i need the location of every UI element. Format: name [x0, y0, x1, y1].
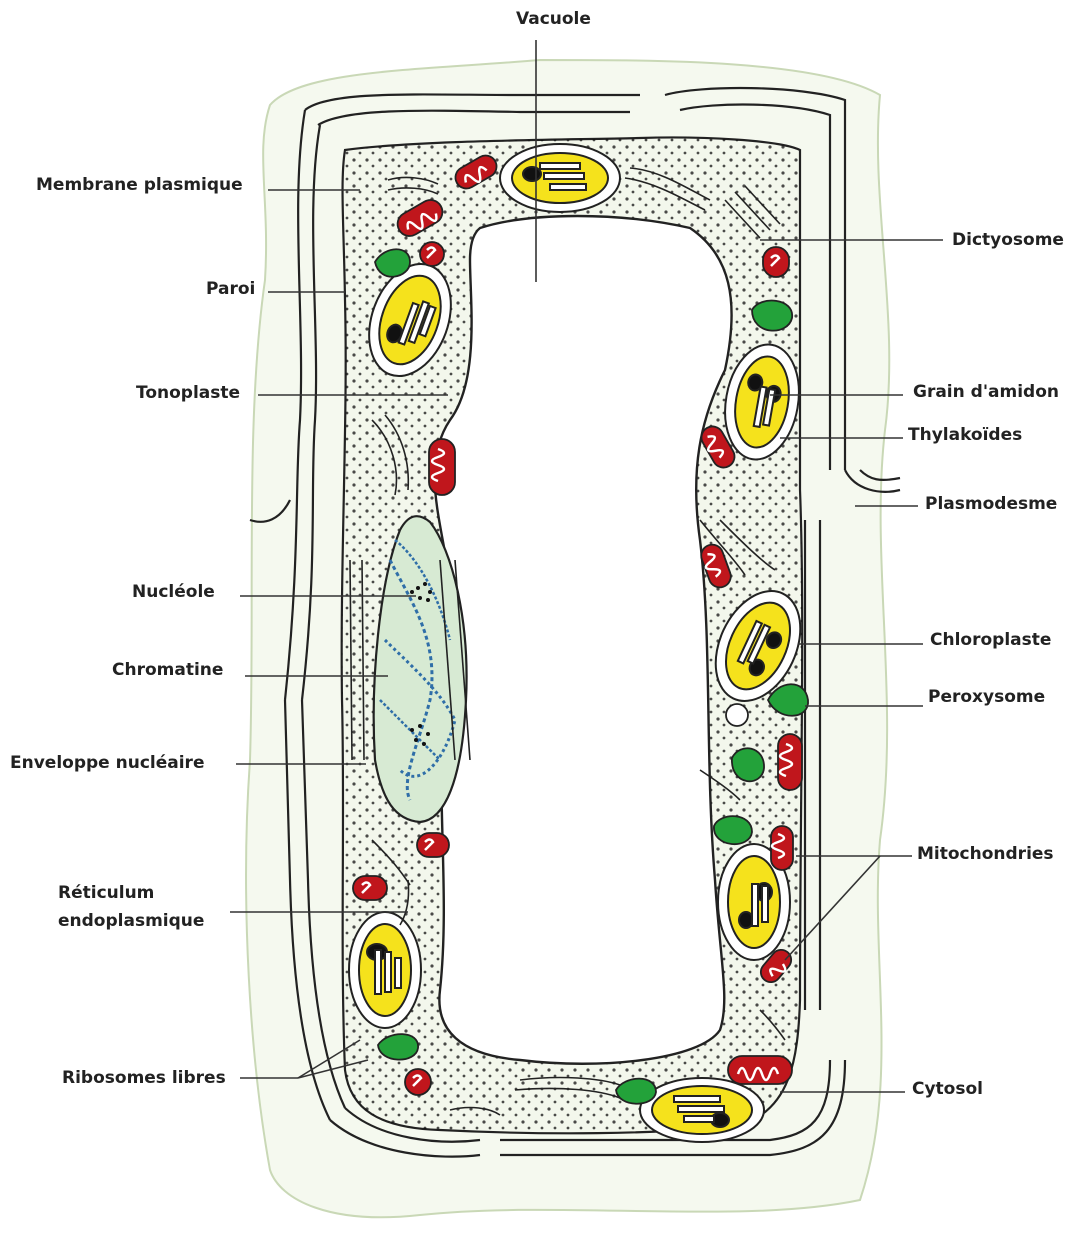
chloroplast-bottom [640, 1078, 764, 1142]
label-tonoplaste: Tonoplaste [136, 380, 240, 407]
label-chloroplaste: Chloroplaste [930, 627, 1051, 654]
chloroplast-left-lower [349, 912, 421, 1028]
label-dictyosome: Dictyosome [952, 227, 1064, 254]
label-paroi: Paroi [206, 276, 255, 303]
label-mitochondries: Mitochondries [917, 841, 1054, 868]
vacuole [435, 216, 732, 1064]
label-peroxysome: Peroxysome [928, 684, 1045, 711]
label-reticulum-line1: Réticulum [58, 880, 154, 907]
label-cytosol: Cytosol [912, 1076, 983, 1103]
label-membrane-plasmique: Membrane plasmique [36, 172, 243, 199]
chloroplast-top [500, 144, 620, 212]
label-reticulum-line2: endoplasmique [58, 908, 204, 935]
label-grain-amidon: Grain d'amidon [913, 379, 1059, 406]
label-enveloppe-nucleaire: Enveloppe nucléaire [10, 750, 204, 777]
label-ribosomes-libres: Ribosomes libres [62, 1065, 226, 1092]
label-plasmodesme: Plasmodesme [925, 491, 1057, 518]
label-vacuole: Vacuole [516, 6, 591, 33]
label-nucleole: Nucléole [132, 579, 215, 606]
label-thylakoides: Thylakoïdes [908, 422, 1022, 449]
vesicle [726, 704, 748, 726]
label-chromatine: Chromatine [112, 657, 223, 684]
